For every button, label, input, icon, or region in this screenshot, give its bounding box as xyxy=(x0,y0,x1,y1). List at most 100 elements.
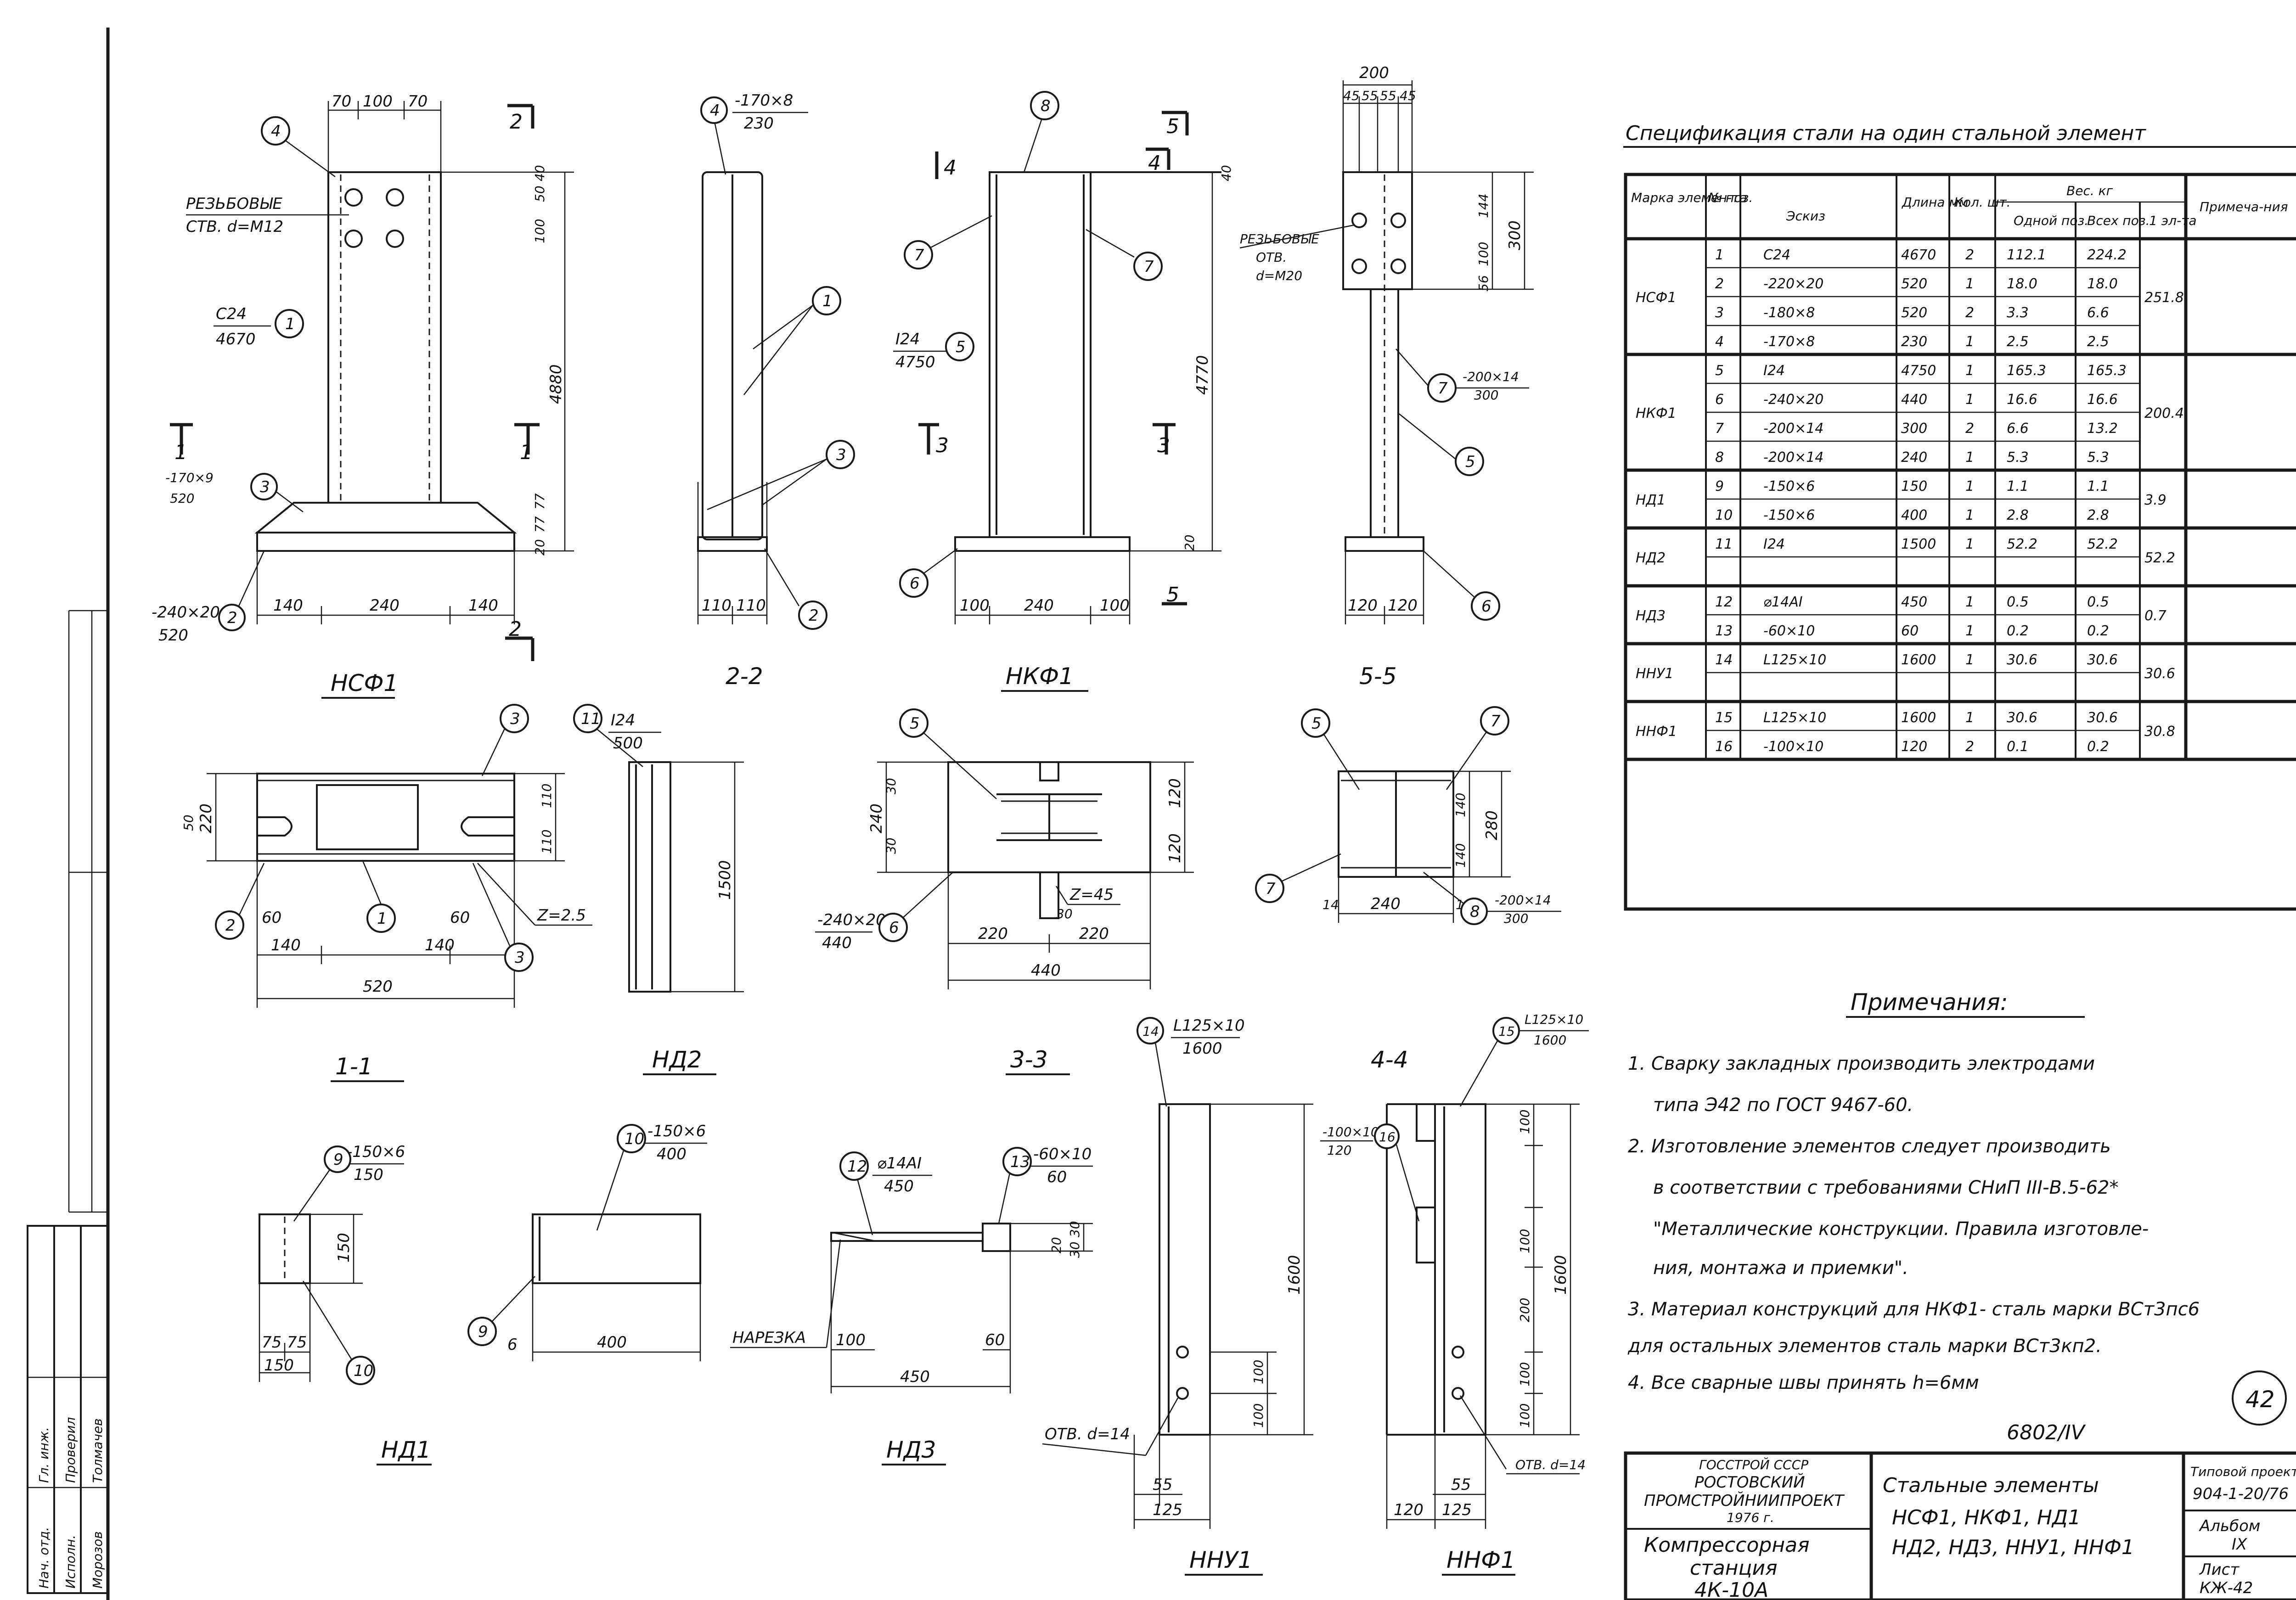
bubble-number: 10 xyxy=(354,1362,373,1380)
note-line: 2. Изготовление элементов следует произв… xyxy=(1628,1136,2111,1157)
view-caption: НД1 xyxy=(381,1437,431,1463)
s33-ibeam xyxy=(996,793,1102,841)
hole xyxy=(1452,1346,1464,1359)
s55-base xyxy=(1345,536,1424,552)
spec-cell: 1 xyxy=(1965,449,1974,466)
position-bubble xyxy=(1255,874,1284,903)
dim: 120 xyxy=(1394,1501,1424,1519)
bubble-number: 8 xyxy=(1041,97,1051,115)
spec-cell: 30.6 xyxy=(2087,652,2118,668)
hole xyxy=(1390,213,1406,228)
spec-cell: 1 xyxy=(1965,363,1974,379)
hole xyxy=(1176,1387,1189,1400)
spec-cell: -220×20 xyxy=(1763,276,1823,292)
spec-cell: 4750 xyxy=(1901,363,1936,379)
nd1-plate10 xyxy=(532,1213,701,1284)
spec-cell: 1600 xyxy=(1901,710,1936,726)
bubble-number: 1 xyxy=(822,292,833,310)
bubble-number: 16 xyxy=(1379,1129,1396,1145)
position-bubble xyxy=(366,904,396,933)
sheet-number-circle xyxy=(2232,1370,2287,1426)
spec-header-notes: Примеча-ния xyxy=(2200,199,2288,214)
dim: 120 xyxy=(1166,833,1184,863)
album-value: IX xyxy=(2232,1535,2247,1554)
view-caption: НСФ1 xyxy=(331,670,398,696)
position-bubble xyxy=(215,910,244,940)
spec-cell: 11 xyxy=(1715,536,1733,552)
spec-cell: 440 xyxy=(1901,392,1927,408)
dim: 110 xyxy=(539,784,554,808)
dim: 100 xyxy=(1517,1229,1532,1253)
spec-cell: 13 xyxy=(1715,623,1733,639)
notes-block: Примечания: 1. Сварку закладных производ… xyxy=(1627,989,2200,1393)
side-stamp: Нач. отд. Гл. инж. Исполн. Проверил Моро… xyxy=(27,610,109,1594)
spec-header-pos: № поз. xyxy=(1707,190,1753,205)
bubble-number: 7 xyxy=(1266,880,1276,898)
spec-cell: ⌀14AI xyxy=(1763,594,1803,610)
org-line-1: ГОССТРОЙ СССР xyxy=(1699,1457,1808,1472)
bubble-number: 5 xyxy=(910,714,920,733)
view-caption: 5-5 xyxy=(1359,663,1397,690)
spec-cell: 6 xyxy=(1715,392,1724,408)
dim: 55 xyxy=(1451,1476,1471,1494)
spec-cell: 165.3 xyxy=(2007,363,2046,379)
dim: 1600 xyxy=(1285,1255,1304,1295)
s33-plate-length: 440 xyxy=(822,934,852,952)
hole xyxy=(344,188,363,207)
spec-cell: 4 xyxy=(1715,334,1724,350)
note-line: ния, монтажа и приемки". xyxy=(1653,1258,1908,1279)
dim: 100 xyxy=(960,596,990,615)
nd2-beam-label: I24 xyxy=(611,711,635,730)
spec-header-qty: Кол. шт. xyxy=(1954,195,2011,210)
hole xyxy=(1176,1346,1189,1359)
spec-cell: 0.2 xyxy=(2007,623,2029,639)
position-bubble xyxy=(275,309,304,338)
dim: 100 xyxy=(1251,1404,1266,1428)
spec-cell: 1.1 xyxy=(2007,478,2029,494)
dim: 50 xyxy=(181,814,196,831)
nnu1-angle-label: L125×10 xyxy=(1173,1016,1245,1035)
dim: 1500 xyxy=(716,860,734,900)
position-bubble xyxy=(617,1124,646,1153)
spec-cell: 0.2 xyxy=(2087,739,2109,755)
spec-cell: 2.8 xyxy=(2087,507,2109,523)
spec-cell: -240×20 xyxy=(1763,392,1823,408)
position-bubble xyxy=(1002,1147,1032,1176)
view-nkf1: 100 240 100 4770 40 20 I24 4750 4 4 5 5 … xyxy=(893,91,1234,692)
doc-code: 6802/IV xyxy=(2007,1421,2086,1444)
spec-group-total: 0.7 xyxy=(2144,608,2167,624)
dim: 55 xyxy=(1380,88,1396,103)
hole xyxy=(386,188,404,207)
bubble-number: 3 xyxy=(836,446,846,464)
spec-header-w1: Одной поз. xyxy=(2014,213,2088,228)
spec-group-mark: НД2 xyxy=(1636,550,1666,566)
spec-cell: 1 xyxy=(1965,623,1974,639)
dim: 150 xyxy=(335,1233,353,1263)
position-bubble xyxy=(261,116,290,146)
view-caption: ННУ1 xyxy=(1189,1547,1252,1573)
bubble-number: 11 xyxy=(581,710,601,728)
position-bubble xyxy=(945,332,974,361)
dim: 40 xyxy=(1219,165,1234,181)
position-bubble xyxy=(250,473,278,500)
bubble-number: 7 xyxy=(1144,258,1154,276)
object-line-1: Компрессорная xyxy=(1644,1533,1810,1557)
spec-cell: 2 xyxy=(1965,421,1974,437)
spec-group-mark: НД1 xyxy=(1636,492,1666,508)
spec-group-total: 52.2 xyxy=(2144,550,2175,566)
position-bubble xyxy=(500,704,529,733)
note-line: типа Э42 по ГОСТ 9467-60. xyxy=(1653,1095,1913,1116)
nnu1-hole-label: ОТВ. d=14 xyxy=(1045,1425,1130,1443)
view-caption: 2-2 xyxy=(726,663,763,690)
nsf1-base-gusset xyxy=(254,502,517,533)
position-bubble xyxy=(1301,708,1330,738)
view-5-5: 200 45 55 55 45 РЕЗЬБОВЫЕ ОТВ. d=M20 144… xyxy=(1239,64,1534,690)
view-caption: НКФ1 xyxy=(1006,663,1074,690)
nd3-plate-label: -60×10 xyxy=(1033,1145,1092,1163)
dim: 125 xyxy=(1153,1501,1182,1519)
section-mark: 2 xyxy=(510,110,523,134)
spec-cell: 5.3 xyxy=(2007,449,2029,466)
section-mark: 4 xyxy=(944,156,957,180)
spec-cell: -200×14 xyxy=(1763,449,1823,466)
